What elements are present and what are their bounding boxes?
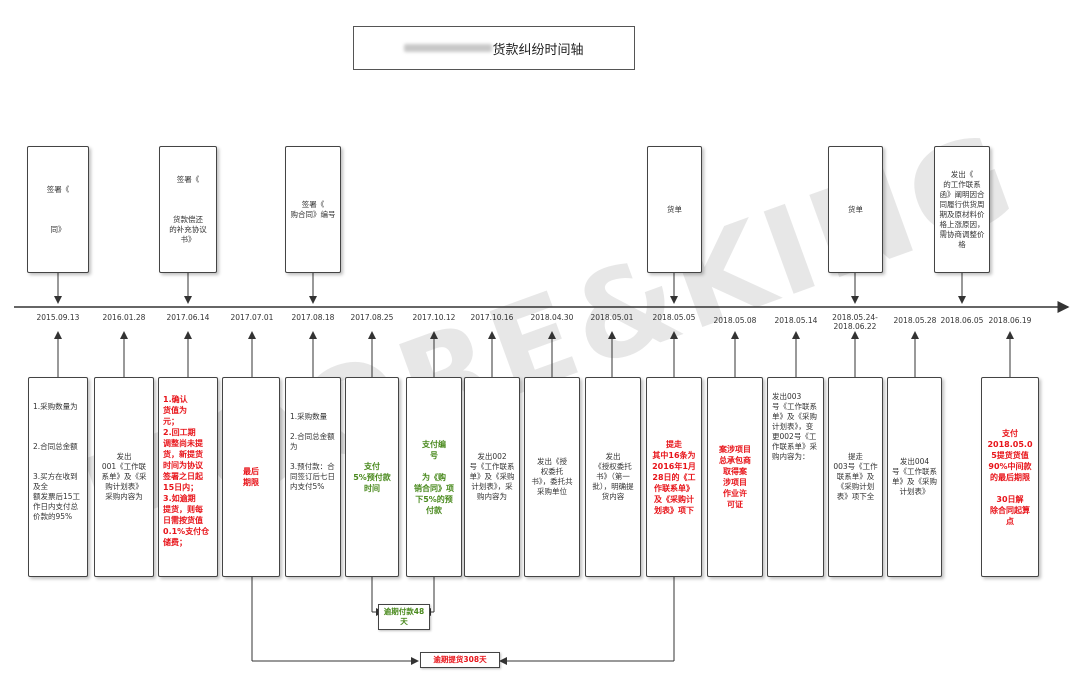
diagram-title: 货款纠纷时间轴: [492, 42, 584, 58]
date-label: 2017.10.12: [412, 313, 456, 322]
bottom-event-2016-01-28: 发出 001《工作联 系单》及《采 购计划表》 采购内容为: [94, 377, 154, 577]
bottom-event-text: 发出《授 权委托 书》，委托共 采购单位: [531, 457, 573, 496]
overdue-pickup-bracket: [251, 577, 675, 665]
bottom-event-2018-05-08: 案涉项目 总承包商 取得案 涉项目 作业许 可证: [707, 377, 763, 577]
top-event-text: 发出《 的工作联系 函》阐明因合 同履行供货周 期及原材料价 格上涨原因， 需协…: [939, 169, 985, 249]
date-label: 2015.09.13: [36, 313, 80, 322]
top-event-2017-08-18: 签署《 购合同》编号: [285, 146, 341, 273]
bottom-event-2017-10-16: 发出002 号《工作联系 单》及《采购 计划表》，采 购内容为: [464, 377, 520, 577]
date-label: 2017.06.14: [166, 313, 210, 322]
bottom-event-2017-08-25: 支付 5%预付款 时间: [345, 377, 399, 577]
bottom-event-text: 发出 《授权委托 书》（第一 批），明确提 货内容: [592, 452, 634, 501]
redacted-company-name: [404, 44, 493, 52]
date-label: 2017.08.18: [291, 313, 335, 322]
bottom-event-text: 支付编 号 为《购 销合同》项 下5%的预 付款: [414, 439, 454, 515]
top-event-2018-06-05: 发出《 的工作联系 函》阐明因合 同履行供货周 期及原材料价 格上涨原因， 需协…: [934, 146, 990, 273]
top-event-text: 签署《 货款偿还 的补充协议 书》: [169, 174, 207, 244]
top-event-text: 签署《 同》: [46, 184, 70, 234]
bottom-event-text: 提走 其中16条为 2016年1月 28日的《工 作联系单》 及《采购计 划表》…: [652, 439, 696, 515]
top-event-2018-05-05: 货单: [647, 146, 702, 273]
bottom-event-2018-05-14: 发出003 号《工作联系 单》及《采购 计划表》，变 更002号《工 作联系单》…: [767, 377, 824, 577]
date-label: 2018.05.05: [652, 313, 696, 322]
date-label: 2018.05.14: [774, 316, 818, 325]
date-label: 2016.01.28: [102, 313, 146, 322]
bottom-event-text: 支付 2018.05.0 5提货货值 90%中间款 的最后期限 30日解 除合同…: [987, 428, 1033, 526]
bottom-event-text: 发出002 号《工作联系 单》及《采购 计划表》，采 购内容为: [469, 452, 515, 501]
date-label: 2018.05.24- 2018.06.22: [832, 313, 878, 331]
date-label: 2018.06.19: [988, 316, 1032, 325]
overdue-payment-tag: 逾期付款48 天: [378, 604, 430, 630]
date-label: 2018.05.01: [590, 313, 634, 322]
bottom-event-text: 发出003 号《工作联系 单》及《采购 计划表》，变 更002号《工 作联系单》…: [772, 392, 817, 461]
overdue-pickup-tag: 逾期提货308天: [420, 652, 500, 668]
top-event-2017-06-14: 签署《 货款偿还 的补充协议 书》: [159, 146, 217, 273]
bottom-event-text: 最后 期限: [243, 467, 259, 487]
bottom-event-2018-04-30: 发出《授 权委托 书》，委托共 采购单位: [524, 377, 580, 577]
bottom-event-2017-07-01: 最后 期限: [222, 377, 280, 577]
bottom-event-2018-05-01: 发出 《授权委托 书》（第一 批），明确提 货内容: [585, 377, 641, 577]
top-event-text: 货单: [848, 204, 863, 214]
top-event-text: 货单: [667, 204, 682, 214]
bottom-event-text: 1.采购数量为 2.合同总金额 3.买方在收到 及全 额发票后15工 作日内支付…: [33, 402, 81, 521]
date-label: 2018.04.30: [530, 313, 574, 322]
bottom-event-text: 1.采购数量 2.合同总金额 为 3.预付款：合 同签订后七日 内支付5%: [290, 412, 335, 491]
bottom-event-text: 案涉项目 总承包商 取得案 涉项目 作业许 可证: [719, 445, 751, 509]
top-event-text: 签署《 购合同》编号: [290, 199, 336, 219]
bottom-arrows: [54, 331, 1014, 377]
bottom-event-text: 发出 001《工作联 系单》及《采 购计划表》 采购内容为: [101, 452, 147, 501]
top-event-2015-09-13: 签署《 同》: [27, 146, 89, 273]
bottom-event-text: 1.确认 货值为 元； 2.回工期 调整尚未提 货，新提货 时间为协议 签署之日…: [163, 395, 210, 547]
bottom-event-text: 发出004 号《工作联系 单》及《采购 计划表》: [892, 457, 937, 496]
bottom-event-2018-05-05: 提走 其中16条为 2016年1月 28日的《工 作联系单》 及《采购计 划表》…: [646, 377, 702, 577]
top-event-2018-05-24: 货单: [828, 146, 883, 273]
bottom-event-2018-06-19: 支付 2018.05.0 5提货货值 90%中间款 的最后期限 30日解 除合同…: [981, 377, 1039, 577]
diagram-title-box: 货款纠纷时间轴: [353, 26, 635, 70]
bottom-event-2018-05-28: 发出004 号《工作联系 单》及《采购 计划表》: [887, 377, 942, 577]
bottom-event-2017-10-12: 支付编 号 为《购 销合同》项 下5%的预 付款: [406, 377, 462, 577]
bottom-event-text: 提走 003号《工作 联系单》及 《采购计划 表》项下全: [833, 452, 878, 501]
date-label: 2017.07.01: [230, 313, 274, 322]
bottom-event-2017-06-14: 1.确认 货值为 元； 2.回工期 调整尚未提 货，新提货 时间为协议 签署之日…: [158, 377, 218, 577]
date-label: 2017.10.16: [470, 313, 514, 322]
date-label: 2017.08.25: [350, 313, 394, 322]
date-label: 2018.05.28: [893, 316, 937, 325]
bottom-event-2015-09-13: 1.采购数量为 2.合同总金额 3.买方在收到 及全 额发票后15工 作日内支付…: [28, 377, 88, 577]
bottom-event-2018-05-24: 提走 003号《工作 联系单》及 《采购计划 表》项下全: [828, 377, 883, 577]
bottom-event-text: 支付 5%预付款 时间: [353, 461, 391, 493]
date-label: 2018.05.08: [713, 316, 757, 325]
bottom-event-2017-08-18: 1.采购数量 2.合同总金额 为 3.预付款：合 同签订后七日 内支付5%: [285, 377, 341, 577]
date-label: 2018.06.05: [940, 316, 984, 325]
